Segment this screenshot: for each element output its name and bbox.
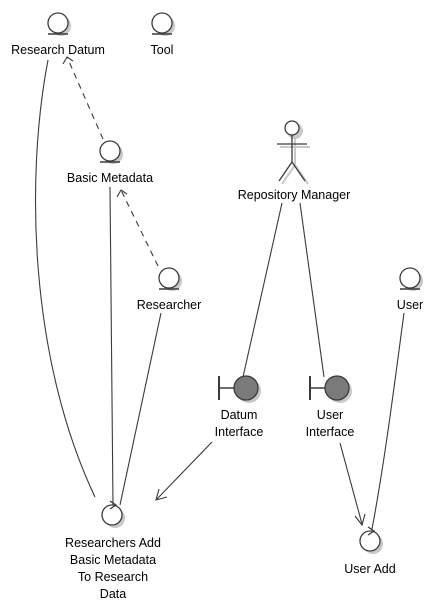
- entity-research-datum-label: Research Datum: [11, 43, 105, 57]
- actor-repository-manager: Repository Manager: [238, 120, 351, 202]
- entity-user-label: User: [397, 298, 423, 312]
- entity-researcher: Researcher: [137, 267, 202, 312]
- boundary-datum-interface-label-line2: Interface: [215, 425, 264, 439]
- entity-user: User: [397, 267, 423, 312]
- boundary-user-interface: User Interface: [306, 375, 355, 439]
- edge-user-interface-to-user-add: [339, 442, 363, 525]
- edge-manager-to-user-interface: [299, 202, 325, 378]
- edge-researcher-to-researchers-add: [119, 312, 162, 506]
- boundary-datum-interface-label-line1: Datum: [221, 408, 258, 422]
- edge-research-datum-to-researchers-add: [35, 59, 96, 498]
- entity-research-datum: Research Datum: [11, 12, 105, 57]
- control-researchers-add-label-line1: Researchers Add: [65, 536, 161, 550]
- arrowhead-researchers-add: [155, 488, 168, 501]
- edge-user-to-user-add: [371, 312, 405, 530]
- control-user-add: User Add: [344, 526, 396, 576]
- entity-researcher-label: Researcher: [137, 298, 202, 312]
- edge-basic-metadata-to-research-datum: [66, 56, 104, 140]
- arrowhead-basic-metadata: [116, 189, 128, 198]
- arrowhead-research-datum: [62, 56, 74, 65]
- entity-basic-metadata: Basic Metadata: [67, 140, 153, 185]
- edge-datum-interface-to-researchers-add: [156, 441, 213, 500]
- edge-basic-metadata-to-researchers-add: [109, 186, 114, 506]
- entity-basic-metadata-label: Basic Metadata: [67, 171, 153, 185]
- control-researchers-add-label-line3: To Research: [78, 570, 148, 584]
- boundary-datum-interface: Datum Interface: [215, 375, 264, 439]
- control-researchers-add-label-line2: Basic Metadata: [70, 553, 156, 567]
- control-researchers-add: Researchers Add Basic Metadata To Resear…: [65, 500, 161, 601]
- entity-tool-label: Tool: [151, 43, 174, 57]
- boundary-user-interface-label-line2: Interface: [306, 425, 355, 439]
- control-user-add-label: User Add: [344, 562, 395, 576]
- entity-tool: Tool: [151, 12, 175, 57]
- boundary-user-interface-label-line1: User: [317, 408, 343, 422]
- arrowhead-user-add: [354, 513, 366, 527]
- edge-manager-to-datum-interface: [242, 202, 283, 378]
- edge-researcher-to-basic-metadata: [120, 189, 159, 267]
- actor-repository-manager-label: Repository Manager: [238, 188, 351, 202]
- control-researchers-add-label-line4: Data: [100, 587, 126, 601]
